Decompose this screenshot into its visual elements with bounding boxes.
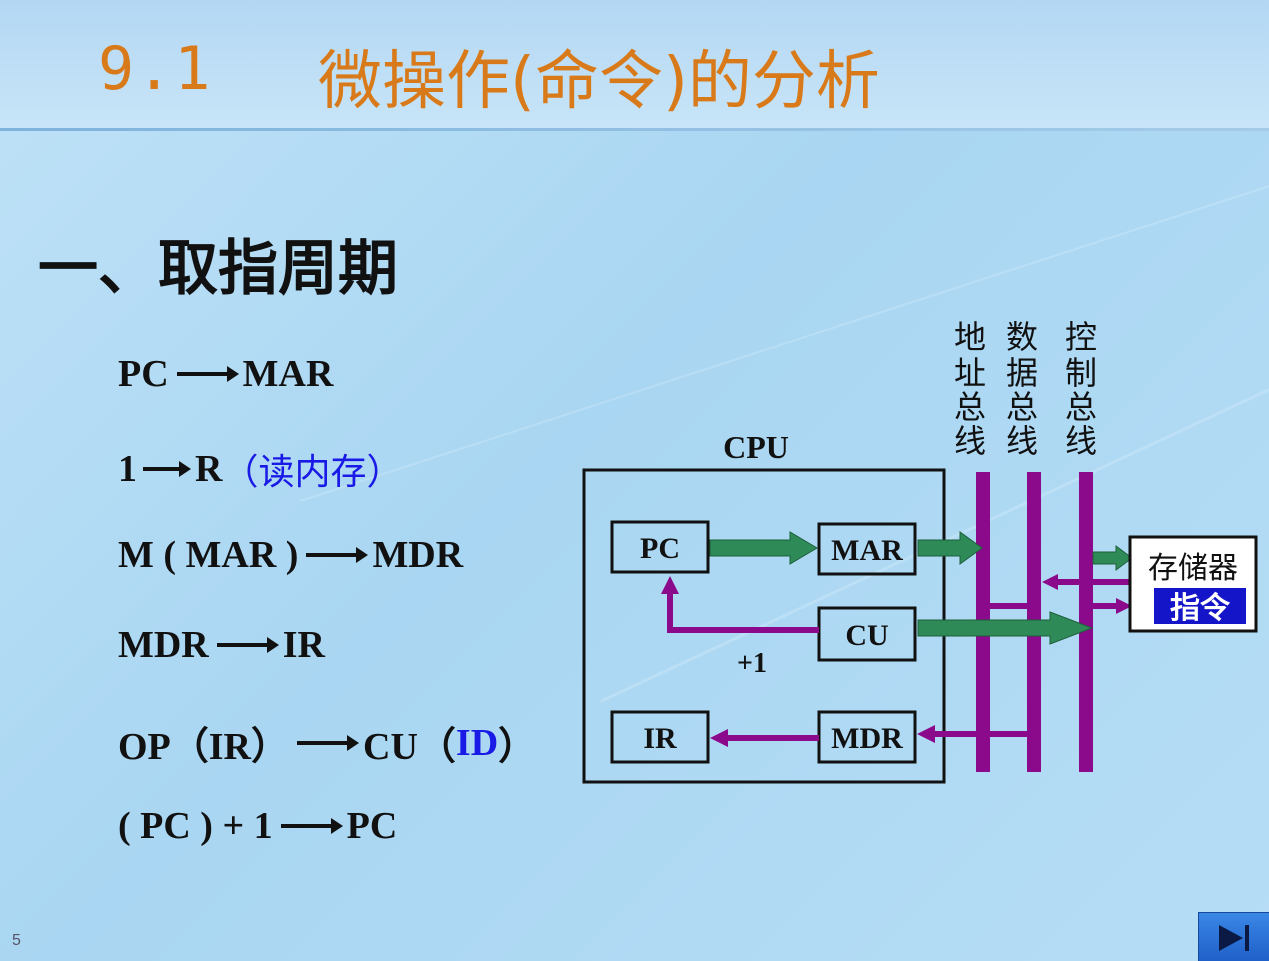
- cu-to-control-arrow: [917, 611, 1094, 645]
- next-slide-button[interactable]: [1198, 912, 1269, 961]
- pc-to-mar-arrow: [709, 531, 818, 565]
- address-bus-label-4: 线: [954, 422, 986, 460]
- address-bus-label-1: 地: [954, 318, 986, 356]
- control-bus-label-2: 制: [1065, 354, 1097, 392]
- control-to-memory-arrowhead: [1116, 598, 1132, 614]
- right-arrow-icon: [176, 366, 239, 382]
- step-mdr-to-ir: MDR IR: [118, 623, 325, 667]
- bus-to-mdr-arrowhead: [917, 725, 935, 743]
- step-left: MDR: [118, 624, 209, 666]
- play-to-end-icon: [1219, 925, 1249, 951]
- right-arrow-icon: [216, 637, 279, 653]
- pc-increment-arrowhead: [661, 576, 679, 594]
- data-bus-label-1: 数: [1006, 318, 1038, 356]
- step-right: CU（: [363, 726, 456, 768]
- step-right: MAR: [242, 353, 334, 395]
- increment-label: +1: [737, 648, 767, 679]
- ir-register: [610, 710, 710, 764]
- step-right: MDR: [372, 534, 464, 576]
- step-tail: ）: [498, 726, 537, 768]
- title-divider: [0, 128, 1269, 131]
- step-right: PC: [346, 805, 398, 847]
- step-left: 1: [118, 448, 137, 490]
- step-left: PC: [118, 353, 169, 395]
- pc-increment-line: [667, 590, 819, 633]
- control-bus-label-1: 控: [1065, 318, 1097, 356]
- mdr-label: MDR: [831, 722, 903, 755]
- mdr-to-ir-arrowhead: [710, 729, 728, 747]
- mar-register: [817, 522, 917, 576]
- pc-label: PC: [640, 532, 680, 565]
- data-bus-label-2: 据: [1006, 354, 1038, 392]
- address-bus-label-3: 总: [954, 388, 986, 426]
- cu-register: [817, 606, 917, 662]
- instruction-badge-label: 指令: [1170, 591, 1231, 626]
- mar-label: MAR: [831, 534, 903, 567]
- memory-label: 存储器: [1148, 551, 1238, 586]
- page-title: 微操作(命令)的分析: [318, 45, 880, 119]
- step-note: （读内存）: [222, 452, 403, 493]
- control-bus-label-3: 总: [1065, 388, 1097, 426]
- control-bus-line: [1079, 472, 1093, 772]
- step-left: M ( MAR ): [118, 534, 299, 576]
- right-arrow-icon: [306, 547, 369, 563]
- data-bus-label-4: 线: [1006, 422, 1038, 460]
- step-left: OP（IR）: [118, 726, 290, 768]
- cu-label: CU: [845, 619, 888, 652]
- mar-to-bus-arrow: [917, 531, 983, 565]
- step-read-memory: 1 R （读内存）: [118, 443, 402, 495]
- control-bus-label-4: 线: [1065, 422, 1097, 460]
- title-number: 9.1: [98, 34, 213, 104]
- step-highlight: ID: [455, 721, 499, 764]
- page-number: 5: [12, 932, 21, 949]
- right-arrow-icon: [143, 461, 191, 477]
- step-op-to-cu: OP（IR） CU（ ID ）: [118, 715, 536, 770]
- pc-register: [610, 520, 710, 574]
- step-pc-increment: ( PC ) + 1 PC: [118, 804, 397, 848]
- cpu-label: CPU: [723, 429, 789, 465]
- cpu-bus-diagram: 地 址 总 线 数 据 总 线 控 制 总 线 CPU PC MAR: [582, 318, 1258, 784]
- right-arrow-icon: [280, 818, 343, 834]
- step-right: IR: [282, 624, 325, 666]
- step-left: ( PC ) + 1: [118, 805, 273, 847]
- step-right: R: [195, 448, 223, 490]
- memory-to-bus-arrowhead: [1042, 574, 1058, 590]
- section-heading: 一、取指周期: [38, 234, 398, 304]
- ir-label: IR: [643, 722, 677, 755]
- data-bus-label-3: 总: [1006, 388, 1038, 426]
- step-mem-to-mdr: M ( MAR ) MDR: [118, 533, 463, 577]
- title-band: [0, 0, 1269, 128]
- right-arrow-icon: [297, 734, 360, 751]
- control-to-memory-arrow: [1092, 545, 1133, 571]
- step-pc-to-mar: PC MAR: [118, 352, 333, 396]
- address-bus-label-2: 址: [954, 354, 986, 392]
- instruction-badge: [1154, 588, 1246, 624]
